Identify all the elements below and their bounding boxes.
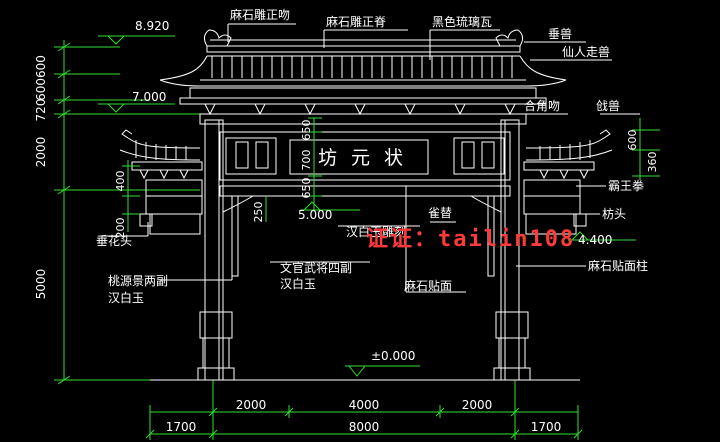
dim-bottom-8000: 8000	[349, 420, 380, 434]
plaque-text: 坊元状	[318, 147, 417, 169]
dim-left-2000: 2000	[34, 137, 48, 168]
label-granite-column: 麻石贴面柱	[588, 258, 648, 273]
dim-center-650-b: 650	[300, 178, 313, 199]
label-ridge-top-finial: 麻石雕正吻	[230, 7, 290, 22]
left-small-dims: 400 200	[114, 160, 140, 239]
center-dimension-stack: 650 700 650 250 5.000	[252, 117, 360, 223]
name-plaque	[289, 139, 429, 175]
dim-right-360: 360	[646, 152, 659, 173]
ground-line: ±0.000	[150, 349, 580, 381]
label-white-jade-sculpture: 汉白玉雕刻	[346, 224, 406, 239]
label-glazed-tile: 黑色琉璃瓦	[432, 15, 492, 29]
left-dimension-chain: 600600 720 2000 5000	[34, 40, 200, 385]
elevation-beam: 5.000	[298, 208, 332, 222]
elevation-marker-top: 8.920	[98, 19, 175, 45]
left-ridge-finial	[203, 29, 232, 47]
dim-left-720: 720	[34, 99, 48, 122]
label-corner-finial: 合角吻	[524, 98, 560, 113]
label-granite-face: 麻石贴面	[404, 278, 452, 293]
label-hanging-flower: 垂花头	[96, 233, 132, 248]
label-taoyuan-scene-1: 桃源景两副	[108, 273, 168, 288]
dim-bottom-2000-right: 2000	[462, 398, 493, 412]
elevation-top: 8.920	[135, 19, 169, 33]
label-ridge-beast: 垂兽	[548, 27, 572, 41]
label-officials-1: 文官武将四副	[280, 260, 352, 275]
right-side-roof	[523, 129, 613, 227]
elevation-eave: 7.000	[132, 90, 166, 104]
right-dimension-stack: 600 360 4.400	[568, 118, 660, 247]
bracket-row	[179, 87, 547, 116]
label-immortal-beasts: 仙人走兽	[562, 45, 610, 59]
bottom-dimension-chain: 2000 4000 2000 1700 8000 1700	[145, 380, 583, 440]
main-frame: 坊元状	[149, 113, 577, 381]
elevation-ground: ±0.000	[371, 349, 415, 363]
glazed-tile-rows	[200, 55, 526, 81]
elevation-marker-eave: 7.000	[98, 90, 175, 113]
label-bawang-fist: 霸王拳	[608, 178, 644, 193]
left-main-column	[204, 119, 220, 381]
dim-bottom-4000: 4000	[349, 398, 380, 412]
dim-right-600: 600	[626, 130, 639, 151]
dim-left-600-600: 600600	[34, 55, 48, 101]
right-ridge-finial	[495, 29, 524, 47]
dim-left-400: 400	[114, 171, 127, 192]
label-halberd-beast: 戗兽	[596, 99, 620, 113]
dim-center-700: 700	[300, 150, 313, 171]
dim-left-200: 200	[114, 218, 127, 239]
label-main-ridge: 麻石雕正脊	[326, 14, 386, 29]
dim-bottom-1700-right: 1700	[531, 420, 562, 434]
dim-center-250: 250	[252, 202, 265, 223]
dim-bottom-1700-left: 1700	[166, 420, 197, 434]
label-beam-end: 枋头	[602, 206, 626, 221]
dim-left-5000: 5000	[34, 269, 48, 300]
elevation-side: 4.400	[578, 233, 612, 247]
callout-labels: 麻石雕正吻 麻石雕正脊 黑色琉璃瓦 垂兽 仙人走兽 合角吻 戗兽 霸王拳 雀替 …	[96, 7, 648, 305]
main-roof	[159, 29, 567, 116]
left-side-roof	[119, 129, 203, 227]
label-queti: 雀替	[428, 206, 452, 220]
label-officials-2: 汉白玉	[280, 276, 316, 291]
dim-bottom-2000-left: 2000	[236, 398, 267, 412]
label-taoyuan-scene-2: 汉白玉	[108, 290, 144, 305]
dim-center-650-a: 650	[300, 120, 313, 141]
watermark: 证证：tailin108	[366, 227, 575, 252]
